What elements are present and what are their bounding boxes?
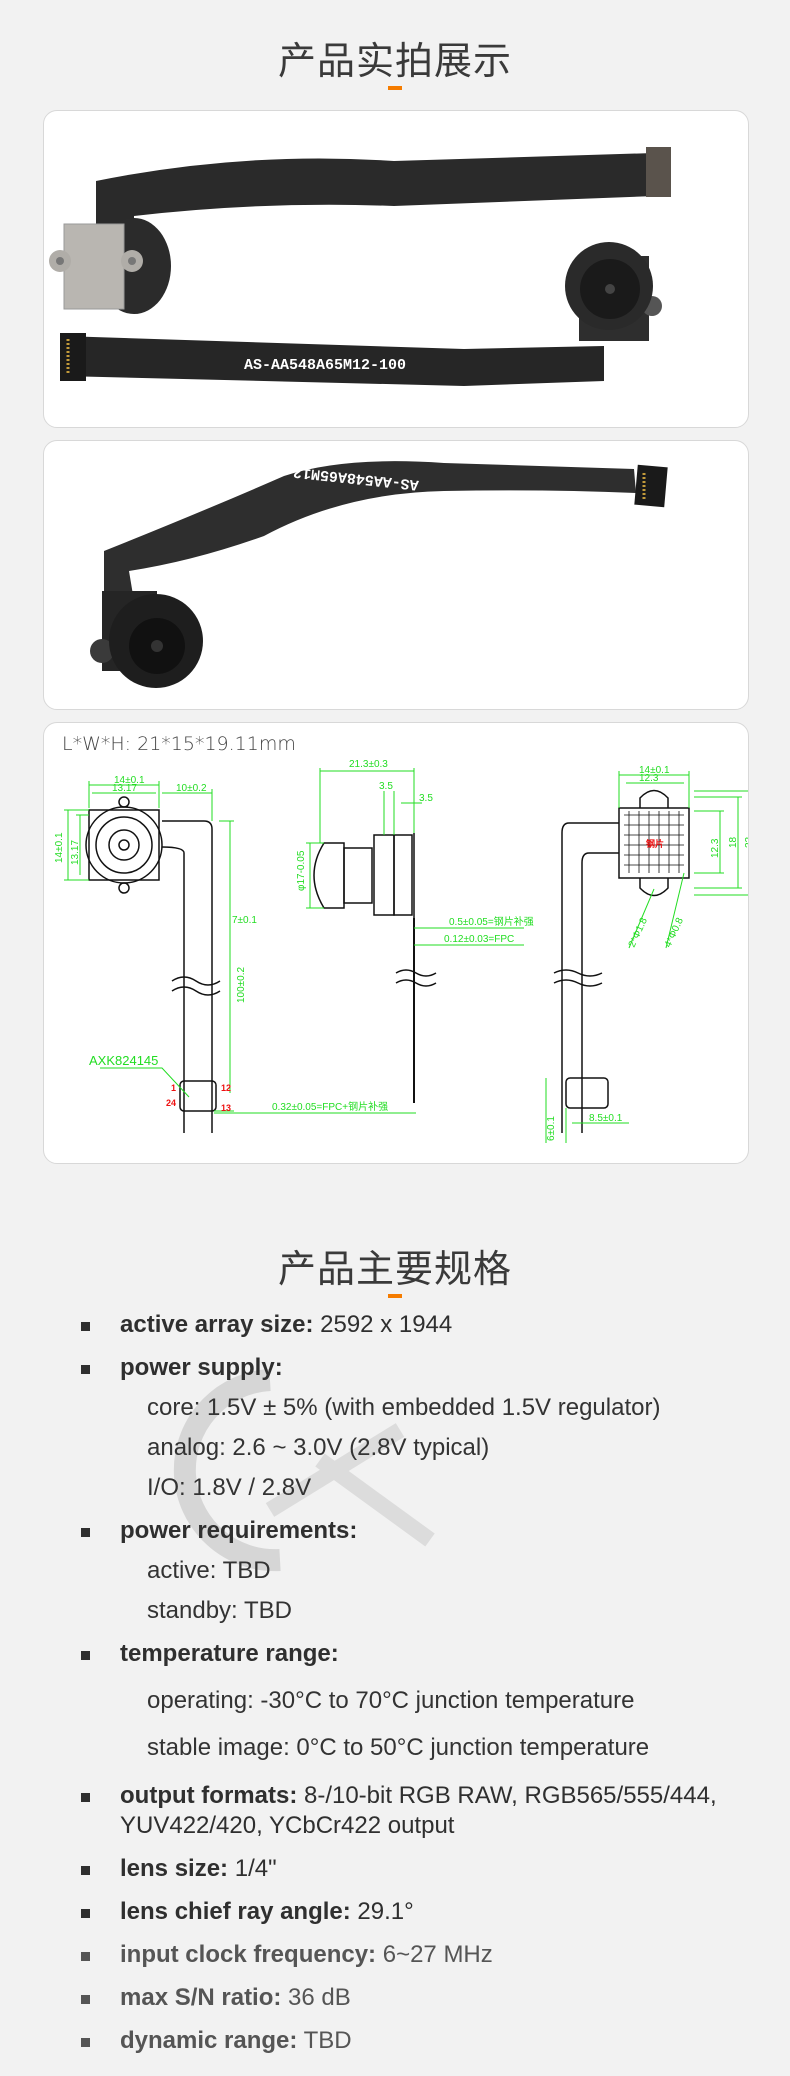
- spec-sub: I/O: 1.8V / 2.8V: [147, 1474, 312, 1501]
- spec-key: output formats:: [120, 1782, 298, 1809]
- spec-item: power requirements: active: TBD standby:…: [80, 1516, 760, 1626]
- pin-label-12: 12: [221, 1083, 231, 1093]
- spec-key: power requirements:: [120, 1517, 358, 1544]
- bullet-icon: [81, 1365, 90, 1374]
- dim-side-fpc: 0.12±0.03=FPC: [444, 934, 514, 945]
- dim-side-diameter: φ17-0.05: [296, 850, 307, 891]
- dim-back-hole1: 2*Φ1.8: [627, 916, 650, 949]
- dim-side-seg1: 3.5: [379, 781, 393, 792]
- spec-value: 1/4": [228, 1855, 277, 1882]
- bullet-icon: [81, 1322, 90, 1331]
- spec-key: temperature range:: [120, 1640, 339, 1667]
- spec-sub: analog: 2.6 ~ 3.0V (2.8V typical): [147, 1434, 490, 1461]
- pin-label-13: 13: [221, 1103, 231, 1113]
- spec-value: 2592 x 1944: [313, 1311, 453, 1338]
- fpc-part-label-1: AS-AA548A65M12-100: [244, 357, 406, 374]
- section-title-photos: 产品实拍展示: [277, 39, 512, 83]
- dim-back-h1: 12.3: [710, 838, 721, 858]
- spec-item: temperature range: operating: -30°C to 7…: [80, 1639, 760, 1763]
- dim-back-conn-height: 6±0.1: [546, 1116, 557, 1141]
- bullet-icon: [81, 1793, 90, 1802]
- dim-back-hole2: 4*Φ0.8: [663, 916, 686, 949]
- spec-value: 29.1°: [350, 1898, 414, 1925]
- product-photo-2: AS-AA548A65M12-100: [43, 440, 749, 710]
- product-photo-1: AS-AA548A65M12-100: [43, 110, 749, 428]
- dim-back-width: 14±0.1: [639, 765, 670, 776]
- spec-item: max S/N ratio: 36 dB: [80, 1983, 760, 2013]
- spec-key: active array size:: [120, 1311, 314, 1338]
- bullet-icon: [81, 1528, 90, 1537]
- section-title-specs: 产品主要规格: [277, 1247, 512, 1291]
- spec-item: lens chief ray angle: 29.1°: [80, 1897, 760, 1927]
- spec-sub: core: 1.5V ± 5% (with embedded 1.5V regu…: [147, 1394, 661, 1421]
- bullet-icon: [81, 1909, 90, 1918]
- spec-value: 6~27 MHz: [376, 1941, 493, 1968]
- spec-value: 8-/10-bit RGB RAW, RGB565/555/444, YUV42…: [120, 1782, 717, 1839]
- dim-side-length: 21.3±0.3: [349, 759, 388, 770]
- spec-key: power supply:: [120, 1354, 283, 1381]
- spec-value: 36 dB: [281, 1984, 351, 2011]
- bullet-icon: [81, 1995, 90, 2004]
- dim-back-inner: 12.3: [639, 773, 659, 784]
- spec-item: input clock frequency: 6~27 MHz: [80, 1940, 760, 1970]
- dim-side-total: 0.32±0.05=FPC+钢片补强: [272, 1100, 388, 1113]
- connector-part-number: AXK824145: [89, 1053, 158, 1068]
- dim-front-height: 14±0.1: [54, 832, 65, 863]
- bullet-icon: [81, 1651, 90, 1660]
- title-accent-bar-2: [388, 1294, 402, 1298]
- spec-sub: active: TBD: [147, 1557, 271, 1584]
- spec-item: dynamic range: TBD: [80, 2026, 760, 2056]
- spec-sub: standby: TBD: [147, 1597, 292, 1624]
- dim-back-h3: 22: [744, 836, 749, 848]
- bullet-icon: [81, 1866, 90, 1875]
- dim-front-offset: 10±0.2: [176, 783, 207, 794]
- spec-value: TBD: [297, 2027, 352, 2054]
- spec-list: active array size: 2592 x 1944 power sup…: [80, 1310, 760, 2069]
- dim-front-inner-width: 13.17: [112, 783, 137, 794]
- spec-key: dynamic range:: [120, 2027, 298, 2054]
- dimension-drawing: L*W*H: 21*15*19.11mm: [43, 722, 749, 1164]
- spec-key: lens chief ray angle:: [120, 1898, 351, 1925]
- dim-front-length: 100±0.2: [236, 966, 247, 1003]
- dim-front-inner-height: 13.17: [70, 840, 81, 865]
- title-accent-bar: [388, 86, 402, 90]
- bullet-icon: [81, 1952, 90, 1961]
- spec-key: lens size:: [120, 1855, 229, 1882]
- dim-back-h2: 18: [728, 836, 739, 848]
- dimensions-label: L*W*H: 21*15*19.11mm: [62, 733, 296, 755]
- pin-label-1: 1: [171, 1083, 176, 1093]
- dim-front-tab: 7±0.1: [232, 915, 257, 926]
- spec-item: lens size: 1/4": [80, 1854, 760, 1884]
- dim-front-width: 14±0.1: [114, 775, 145, 786]
- spec-sub: operating: -30°C to 70°C junction temper…: [147, 1687, 635, 1714]
- spec-item: active array size: 2592 x 1944: [80, 1310, 760, 1340]
- spec-sub: stable image: 0°C to 50°C junction tempe…: [147, 1734, 650, 1761]
- spec-item: power supply: core: 1.5V ± 5% (with embe…: [80, 1353, 760, 1503]
- spec-key: max S/N ratio:: [120, 1984, 282, 2011]
- pin-label-24: 24: [166, 1098, 176, 1108]
- bullet-icon: [81, 2038, 90, 2047]
- dim-side-seg2: 3.5: [419, 793, 433, 804]
- stiffener-plate-label: 钢片: [646, 838, 664, 849]
- spec-item: output formats: 8-/10-bit RGB RAW, RGB56…: [80, 1781, 760, 1841]
- dim-side-stiffener: 0.5±0.05=钢片补强: [449, 915, 534, 928]
- spec-key: input clock frequency:: [120, 1941, 377, 1968]
- dim-back-conn-width: 8.5±0.1: [589, 1113, 623, 1124]
